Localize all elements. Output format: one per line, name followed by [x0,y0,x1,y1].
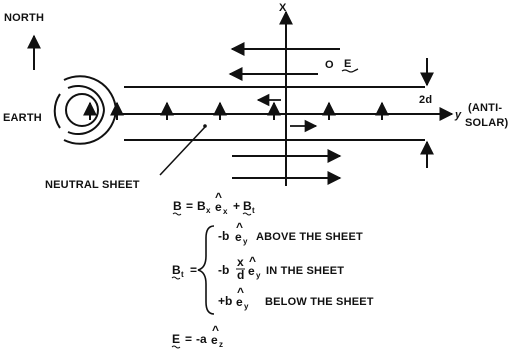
svg-text:e: e [248,264,255,278]
neutral-sheet-label: NEUTRAL SHEET [45,179,140,191]
svg-text:B: B [197,199,206,213]
efield-marker: O [325,59,334,71]
svg-text:=: = [190,263,197,277]
svg-text:B: B [173,199,182,213]
svg-text:+b: +b [218,294,232,308]
svg-text:t: t [181,270,184,279]
efield-letter: E [344,58,352,70]
svg-text:^: ^ [215,190,222,204]
svg-text:e: e [211,333,218,347]
svg-text:=: = [185,332,192,346]
svg-text:y: y [244,302,249,311]
svg-text:^: ^ [249,254,256,268]
svg-text:^: ^ [212,323,219,337]
svg-text:B: B [172,263,181,277]
earth-label: EARTH [3,112,42,124]
svg-text:BELOW THE SHEET: BELOW THE SHEET [265,296,374,308]
svg-text:e: e [215,200,222,214]
svg-text:^: ^ [236,220,243,234]
svg-text:+: + [233,199,240,213]
svg-text:e: e [236,295,243,309]
svg-text:-b: -b [218,229,229,243]
svg-text:z: z [219,340,223,349]
svg-text:d: d [237,268,244,282]
svg-text:x: x [237,255,244,269]
equation-b-total: B = B x ^ e x + B t [172,190,255,216]
anti-solar-label-2: SOLAR) [465,117,509,129]
svg-text:e: e [235,230,242,244]
efield-squiggle [341,69,355,73]
y-axis-label: y [454,109,462,121]
x-axis-label: X [279,2,287,14]
svg-text:y: y [256,271,261,280]
cases-brace [197,225,215,315]
current-arrows [83,101,389,120]
anti-solar-label-1: (ANTI- [468,102,502,114]
svg-text:y: y [243,237,248,246]
svg-text:-a: -a [196,332,207,346]
svg-text:IN THE SHEET: IN THE SHEET [266,265,344,277]
neutral-sheet-pointer [159,126,206,176]
svg-text:ABOVE THE SHEET: ABOVE THE SHEET [256,231,363,243]
svg-text:E: E [172,332,180,346]
svg-text:=: = [186,199,193,213]
svg-text:B: B [243,199,252,213]
svg-text:x: x [206,206,211,215]
earth-symbol [53,75,117,145]
svg-text:^: ^ [237,285,244,299]
north-label: NORTH [4,12,44,24]
equation-bt-cases: B t = -b ^ e y ABOVE THE SHEET -b x d ^ … [171,220,374,315]
equation-e-field: E = -a ^ e z [171,323,223,349]
svg-text:x: x [223,207,228,216]
svg-text:t: t [252,206,255,215]
thickness-label: 2d [419,94,432,106]
svg-text:-b: -b [218,263,229,277]
